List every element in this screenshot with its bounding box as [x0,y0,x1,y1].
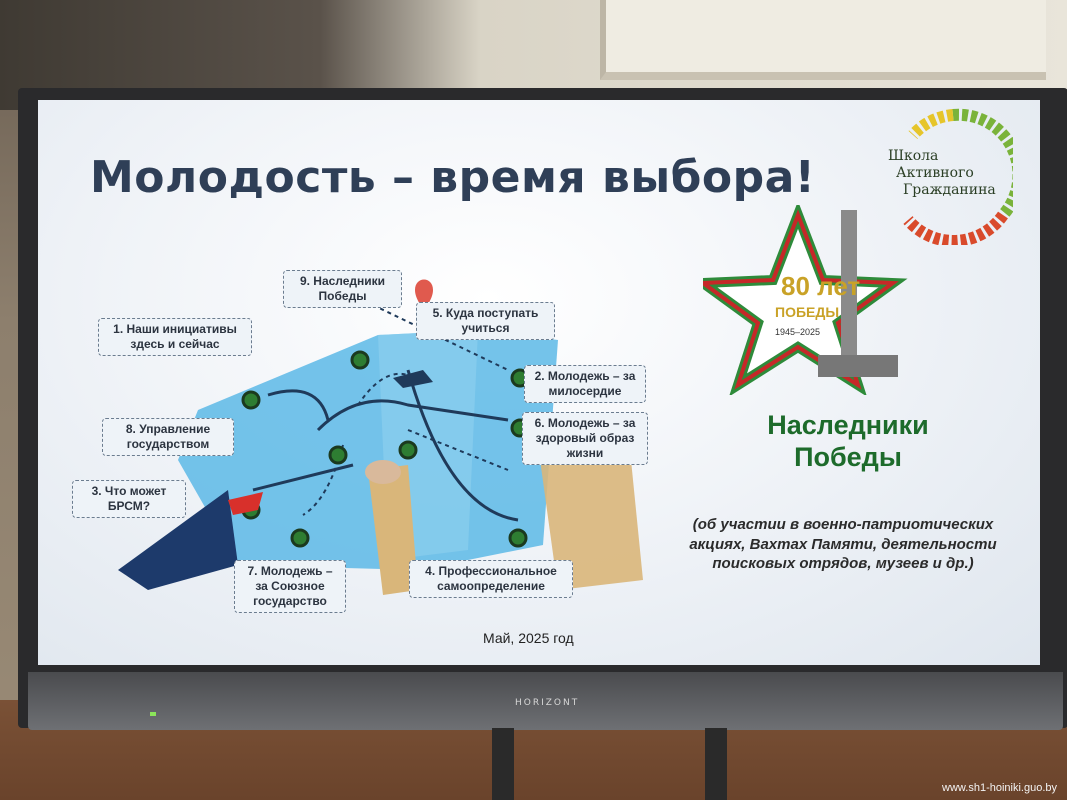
map-illustration [118,279,643,595]
map-item-5: 5. Куда поступать учиться [416,302,555,340]
victory-emblem: 80 лет ПОБЕДЫ 1945–2025 [703,205,908,395]
presentation-slide: Молодость – время выбора! Школа Активног… [38,100,1040,665]
window-frame [600,0,1046,80]
tv-bezel [28,672,1063,730]
emblem-victory: ПОБЕДЫ [775,304,839,320]
logo-text-line: Школа [888,148,939,164]
map-item-9: 9. Наследники Победы [283,270,402,308]
site-watermark: www.sh1-hoiniki.guo.by [942,782,1057,794]
map-item-6: 6. Молодежь – за здоровый образ жизни [522,412,648,465]
map-item-4: 4. Профессиональное самоопределение [409,560,573,598]
power-led [150,712,156,716]
heirs-note: (об участии в военно-патриотических акци… [689,516,997,572]
heirs-heading: Наследники Победы [767,410,929,472]
map-item-8: 8. Управление государством [102,418,234,456]
tv-brand: HORIZONT [515,698,580,708]
map-item-3: 3. Что может БРСМ? [72,480,186,518]
map-item-7: 7. Молодежь – за Союзное государство [234,560,346,613]
logo-text-line: Гражданина [903,182,996,198]
logo-text-line: Активного [896,165,974,181]
school-logo [903,108,1013,245]
slide-title: Молодость – время выбора! [90,152,816,203]
slide-date: Май, 2025 год [483,630,574,646]
map-item-2: 2. Молодежь – за милосердие [524,365,646,403]
map-item-1: 1. Наши инициативы здесь и сейчас [98,318,252,356]
emblem-years: 1945–2025 [775,327,820,337]
stand-leg [492,728,514,800]
stand-leg [705,728,727,800]
emblem-80: 80 лет [781,271,860,301]
